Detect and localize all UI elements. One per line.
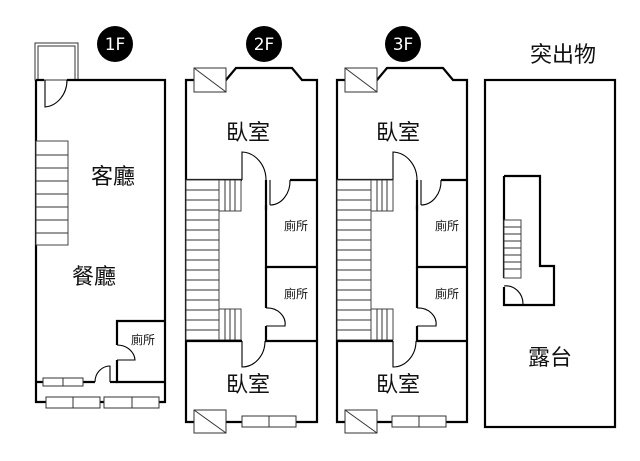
door-icon[interactable] <box>241 151 267 181</box>
room-label-living: 客廳 <box>91 165 135 190</box>
floor-2f: 2F 臥室 <box>184 26 319 434</box>
toilet-walls-1f <box>115 319 165 384</box>
staircase-roof <box>503 219 522 279</box>
floor-badge-label: 3F <box>393 35 414 55</box>
window-3f-bottom <box>344 409 447 434</box>
roof-heading: 突出物 <box>530 43 596 68</box>
room-label-toilet: 廁所 <box>131 332 155 347</box>
floor-roof: 突出物 露台 <box>483 43 617 429</box>
toilet-door-icon[interactable] <box>420 179 442 206</box>
window-1f-inner <box>42 377 84 387</box>
window-3f-top <box>344 67 378 93</box>
floor-3f: 3F 臥室 <box>335 26 469 434</box>
toilet-door-icon[interactable] <box>269 179 291 206</box>
floor-badge-3f: 3F <box>385 26 421 62</box>
door-icon[interactable] <box>503 285 524 305</box>
room-label-bedroom-front: 臥室 <box>376 121 420 146</box>
door-icon[interactable] <box>392 151 418 181</box>
floor-badge-1f: 1F <box>97 26 133 62</box>
walls-2f <box>184 66 319 424</box>
door-icon[interactable] <box>392 340 417 368</box>
room-label-bedroom-front: 臥室 <box>226 121 270 146</box>
door-icon[interactable] <box>94 365 111 383</box>
window-1f-front <box>45 396 160 409</box>
toilet-door-icon[interactable] <box>416 307 437 327</box>
room-label-toilet-lower: 廁所 <box>284 286 308 301</box>
room-label-toilet-upper: 廁所 <box>435 218 459 233</box>
staircase-2f <box>185 179 242 341</box>
room-label-bedroom-back: 臥室 <box>376 373 420 398</box>
room-label-terrace: 露台 <box>528 346 572 371</box>
staircase-3f <box>336 179 394 341</box>
walls-3f <box>335 66 469 424</box>
room-label-toilet-lower: 廁所 <box>435 286 459 301</box>
room-label-toilet-upper: 廁所 <box>284 218 308 233</box>
floor-badge-label: 2F <box>254 35 275 55</box>
floor-badge-2f: 2F <box>246 26 282 62</box>
door-icon[interactable] <box>44 79 68 108</box>
entrance-porch <box>34 42 79 81</box>
staircase-1f <box>35 140 69 246</box>
window-2f-bottom <box>193 409 297 434</box>
room-label-bedroom-back: 臥室 <box>226 373 270 398</box>
toilet-door-icon[interactable] <box>265 307 286 327</box>
floor-1f: 1F 客廳 餐廳 廁所 <box>34 26 167 409</box>
walls-roof <box>483 78 617 429</box>
window-2f-top <box>193 67 227 93</box>
room-label-dining: 餐廳 <box>72 265 116 290</box>
toilet-door-icon[interactable] <box>116 344 136 361</box>
walls-1f <box>34 78 167 404</box>
door-icon[interactable] <box>241 340 266 368</box>
floor-badge-label: 1F <box>105 35 126 55</box>
